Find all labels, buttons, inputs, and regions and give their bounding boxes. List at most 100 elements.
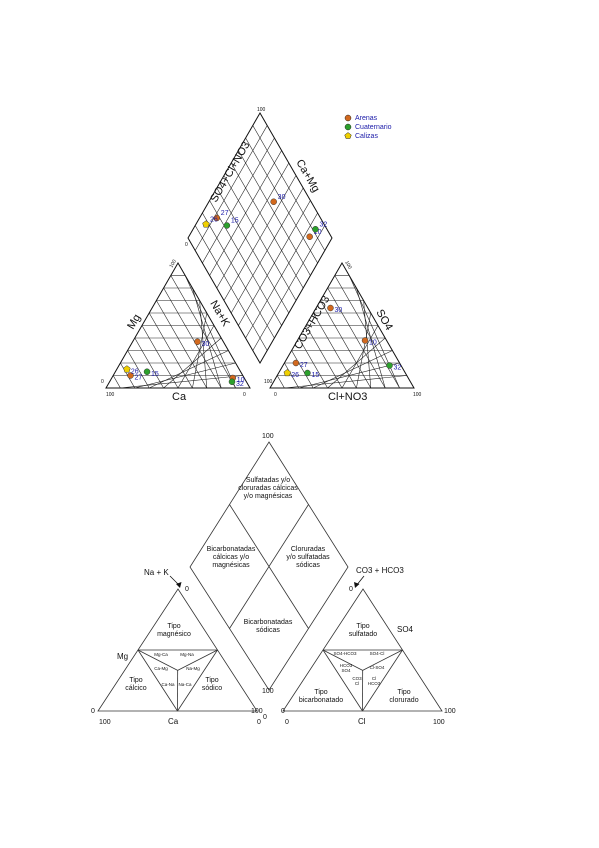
cation-cell-ca-mg: Ca-Mg: [154, 666, 168, 671]
bottom-tick-mid-right-zero: 0: [281, 708, 285, 715]
co3-arrow-head: [354, 582, 360, 588]
legend-marker-cuaternario: [344, 123, 352, 131]
sample-10-diamond-label: 10: [314, 229, 322, 236]
na-k-arrow-head: [176, 582, 182, 588]
sample-27-cation-label: 27: [134, 375, 142, 382]
sample-26-anion-point: [283, 369, 291, 377]
cation-cell-ca-na: Ca-Na: [161, 682, 175, 687]
sample-26-cation-point: [123, 365, 131, 373]
sample-26-diamond-point: [202, 220, 210, 228]
sample-30-diamond-point: [270, 198, 277, 205]
sample-10-anion-point: [361, 337, 369, 344]
anion-cell-so4-hco3: SO4-HCO3: [333, 651, 357, 656]
anion-cell-so4-cl: SO4-Cl: [370, 651, 385, 656]
sample-27-cation-point: [127, 372, 134, 379]
na-k-label: Na + K: [144, 568, 169, 577]
sample-32-anion-point: [386, 362, 393, 369]
sample-15-diamond-label: 15: [231, 218, 239, 225]
bottom-tick-right-100: 100: [444, 708, 456, 715]
tick-left-corner: 100: [106, 392, 115, 398]
bottom-tick-center-100: 100: [262, 688, 274, 695]
sample-15-anion-point: [304, 369, 311, 377]
sample-30-cation-point: [194, 338, 201, 345]
sample-27-anion-point: [292, 359, 300, 367]
sample-10-cation-label: 10: [237, 377, 245, 384]
sample-26-cation-label: 26: [131, 368, 139, 375]
anion-cell-cl-so4: Cl-SO4: [370, 665, 385, 670]
mg-label: Mg: [117, 652, 128, 661]
legend: Arenas Cuaternario Calizas: [344, 114, 392, 140]
tick-mid-right: 0: [274, 392, 277, 398]
sample-27-diamond-point: [213, 214, 221, 222]
legend-label-cuaternario: Cuaternario: [355, 124, 392, 131]
bottom-tick-mid-left-100: 100: [251, 708, 263, 715]
bottom-tick-nak-zero: 0: [185, 586, 189, 593]
sample-15-cation-point: [143, 368, 151, 375]
diamond-right-label: Ca+Mg: [293, 158, 321, 195]
sample-30-diamond-label: 30: [278, 194, 286, 201]
sample-15-anion-label: 15: [311, 372, 319, 379]
piper-grid: [112, 125, 407, 389]
sample-32-diamond-label: 32: [319, 221, 327, 228]
tick-right-apex: 100: [343, 260, 352, 270]
sample-30-anion-point: [327, 304, 334, 312]
classification-outline: [97, 441, 443, 712]
tick-mid-left: 0: [101, 379, 104, 385]
tick-top: 100: [257, 107, 266, 113]
sample-32-anion-label: 32: [394, 365, 402, 372]
bottom-tick-mid-left-zero: 0: [263, 714, 267, 721]
tick-left-apex: 100: [169, 259, 178, 269]
sample-32-cation-label: 32: [236, 381, 244, 388]
anion-bottom-label: Cl+NO3: [328, 391, 367, 403]
tick-right-corner: 100: [413, 392, 422, 398]
bottom-tick-bottom-mid: 0: [257, 719, 261, 726]
sample-10-anion-label: 10: [369, 340, 377, 347]
sample-30-anion-label: 30: [334, 307, 342, 314]
bottom-tick-co3-zero: 0: [349, 586, 353, 593]
bottom-tick-bottom-left: 100: [99, 719, 111, 726]
co3-hco3-label: CO3 + HCO3: [356, 566, 404, 575]
piper-outline: [105, 111, 415, 389]
sample-32-diamond-point: [312, 226, 319, 233]
sample-26-diamond-label: 26: [210, 216, 218, 223]
anion-left-label: CO3+HCO3: [292, 294, 332, 352]
cation-right-label: Na+K: [207, 299, 232, 330]
diamond-left-label: SO4+Cl+NO3: [208, 140, 252, 205]
anion-right-label: SO4: [373, 308, 394, 333]
sample-15-diamond-point: [223, 222, 231, 229]
tick-left-right: 0: [185, 242, 188, 248]
legend-marker-arenas: [344, 114, 352, 122]
cation-bottom-label: Ca: [172, 391, 187, 403]
sample-26-anion-label: 26: [291, 372, 299, 379]
sample-27-anion-label: 27: [300, 362, 308, 369]
legend-label-arenas: Arenas: [355, 115, 378, 122]
sample-30-cation-label: 30: [201, 341, 209, 348]
tick-center: 0: [243, 392, 246, 398]
cation-cell-na-ca: Na-Ca: [178, 682, 192, 687]
so4-label: SO4: [397, 625, 414, 634]
sample-15-cation-label: 15: [151, 371, 159, 378]
cl-label: Cl: [358, 717, 366, 726]
ca-label: Ca: [168, 717, 179, 726]
legend-label-calizas: Calizas: [355, 133, 378, 140]
legend-marker-calizas: [344, 132, 352, 139]
cation-cell-mg-na: Mg-Na: [180, 652, 194, 657]
tick-right-left: 100: [264, 379, 273, 385]
bottom-tick-bottom-right: 100: [433, 719, 445, 726]
cation-cell-mg-ca: Mg-Ca: [154, 652, 168, 657]
bottom-tick-bottom-left2: 0: [285, 719, 289, 726]
bottom-tick-top: 100: [262, 433, 274, 440]
